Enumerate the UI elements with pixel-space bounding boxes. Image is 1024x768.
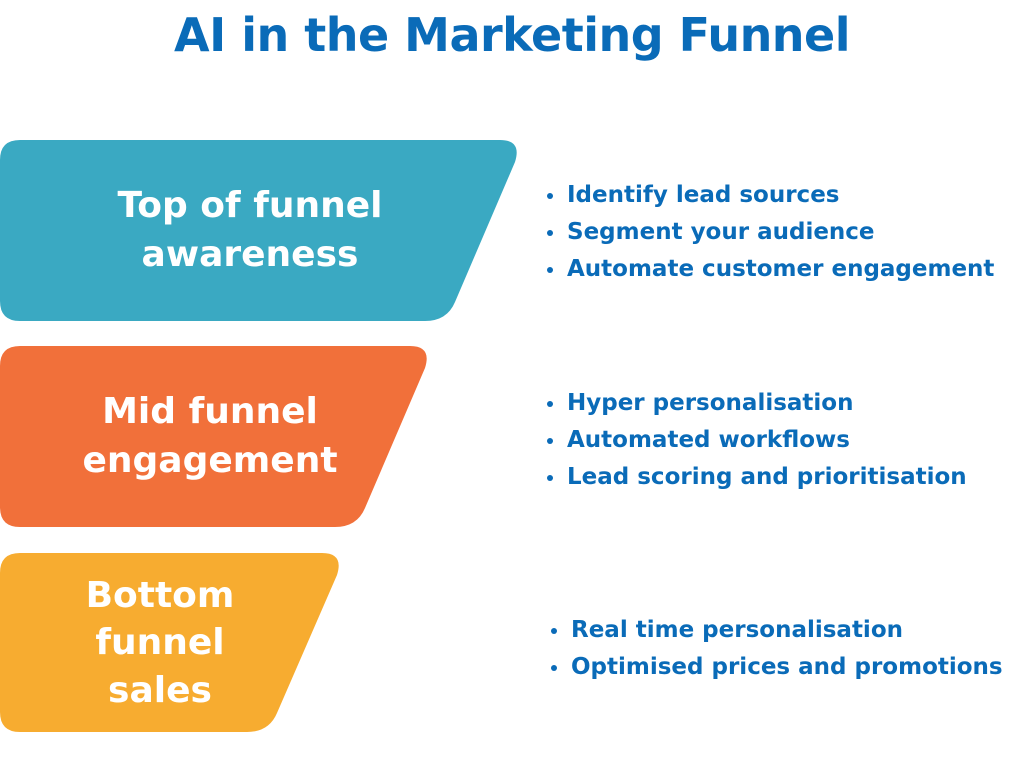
list-item: Segment your audience xyxy=(545,214,994,251)
stage-top-bullets: Identify lead sources Segment your audie… xyxy=(545,177,994,288)
stage-bottom-shape xyxy=(0,553,339,732)
stage-mid-shape xyxy=(0,346,427,527)
stage-mid-label: Mid funnel engagement xyxy=(82,391,338,481)
stage-mid-bullets: Hyper personalisation Automated workflow… xyxy=(545,385,967,496)
list-item: Lead scoring and prioritisation xyxy=(545,459,967,496)
stage-top-label: Top of funnel awareness xyxy=(117,185,383,275)
list-item: Hyper personalisation xyxy=(545,385,967,422)
stage-bottom-label: Bottom funnel sales xyxy=(85,574,235,711)
diagram-title: AI in the Marketing Funnel xyxy=(173,8,851,62)
list-item: Optimised prices and promotions xyxy=(549,649,1003,686)
stage-mid-funnel: Mid funnel engagement xyxy=(0,346,1024,528)
stage-bottom-bullets: Real time personalisation Optimised pric… xyxy=(549,612,1003,686)
list-item: Real time personalisation xyxy=(549,612,1003,649)
list-item: Automate customer engagement xyxy=(545,251,994,288)
stage-top-shape xyxy=(0,140,517,321)
list-item: Automated workflows xyxy=(545,422,967,459)
list-item: Identify lead sources xyxy=(545,177,994,214)
stage-top-funnel: Top of funnel awareness xyxy=(0,140,1024,322)
stage-bottom-funnel: Bottom funnel sales xyxy=(0,553,1024,733)
